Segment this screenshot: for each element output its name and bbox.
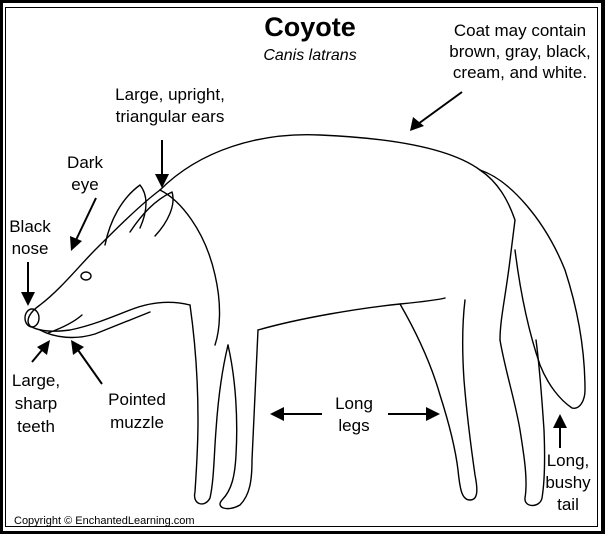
label-teeth-line-3: teeth [17, 417, 55, 436]
label-coat: Coat may contain brown, gray, black, cre… [449, 21, 590, 82]
coyote-hind-leg-near [500, 340, 545, 506]
label-muzzle: Pointed muzzle [108, 390, 166, 432]
label-muzzle-line-2: muzzle [110, 413, 164, 432]
label-tail: Long, bushy tail [545, 451, 591, 514]
label-ears-line-1: Large, upright, [115, 85, 225, 104]
label-coat-line-2: brown, gray, black, [449, 42, 590, 61]
label-teeth-line-1: Large, [12, 371, 60, 390]
arrow-tail [553, 414, 567, 448]
arrow-nose [21, 262, 35, 306]
coyote-ear-front [130, 192, 173, 236]
label-tail-line-1: Long, [547, 451, 590, 470]
arrow-eye [70, 198, 96, 251]
label-nose-line-2: nose [12, 239, 49, 258]
label-eye-line-2: eye [71, 175, 98, 194]
coyote-belly [258, 298, 445, 330]
label-legs-line-2: legs [338, 416, 369, 435]
label-tail-line-2: bushy [545, 473, 591, 492]
label-teeth: Large, sharp teeth [12, 371, 60, 436]
coyote-hind-leg-far [400, 300, 477, 500]
label-eye-line-1: Dark [67, 153, 103, 172]
label-nose: Black nose [9, 217, 51, 258]
arrow-legs-right [388, 407, 440, 421]
coyote-jaw [40, 312, 150, 337]
arrow-ears [155, 140, 169, 188]
arrow-teeth [32, 340, 50, 362]
coyote-eye [81, 272, 91, 280]
label-coat-line-1: Coat may contain [454, 21, 586, 40]
coyote-neck [160, 190, 220, 345]
label-ears: Large, upright, triangular ears [115, 85, 225, 126]
arrow-muzzle [71, 340, 102, 384]
coyote-ear-back [105, 185, 146, 245]
label-teeth-line-2: sharp [15, 394, 58, 413]
coyote-head [28, 190, 190, 331]
diagram-title: Coyote [264, 12, 356, 42]
coyote-illustration [25, 135, 585, 509]
label-ears-line-2: triangular ears [116, 107, 225, 126]
label-nose-line-1: Black [9, 217, 51, 236]
label-tail-line-3: tail [557, 495, 579, 514]
arrow-coat [410, 92, 462, 131]
coyote-front-leg-far [190, 305, 228, 504]
label-eye: Dark eye [67, 153, 103, 194]
label-legs: Long legs [335, 394, 373, 435]
arrow-legs-left [270, 407, 322, 421]
coyote-tail [480, 170, 585, 408]
coyote-body-outline [160, 135, 515, 340]
copyright-text: Copyright © EnchantedLearning.com [14, 515, 195, 527]
label-coat-line-3: cream, and white. [453, 63, 587, 82]
diagram-subtitle: Canis latrans [263, 47, 356, 64]
label-legs-line-1: Long [335, 394, 373, 413]
label-muzzle-line-1: Pointed [108, 390, 166, 409]
